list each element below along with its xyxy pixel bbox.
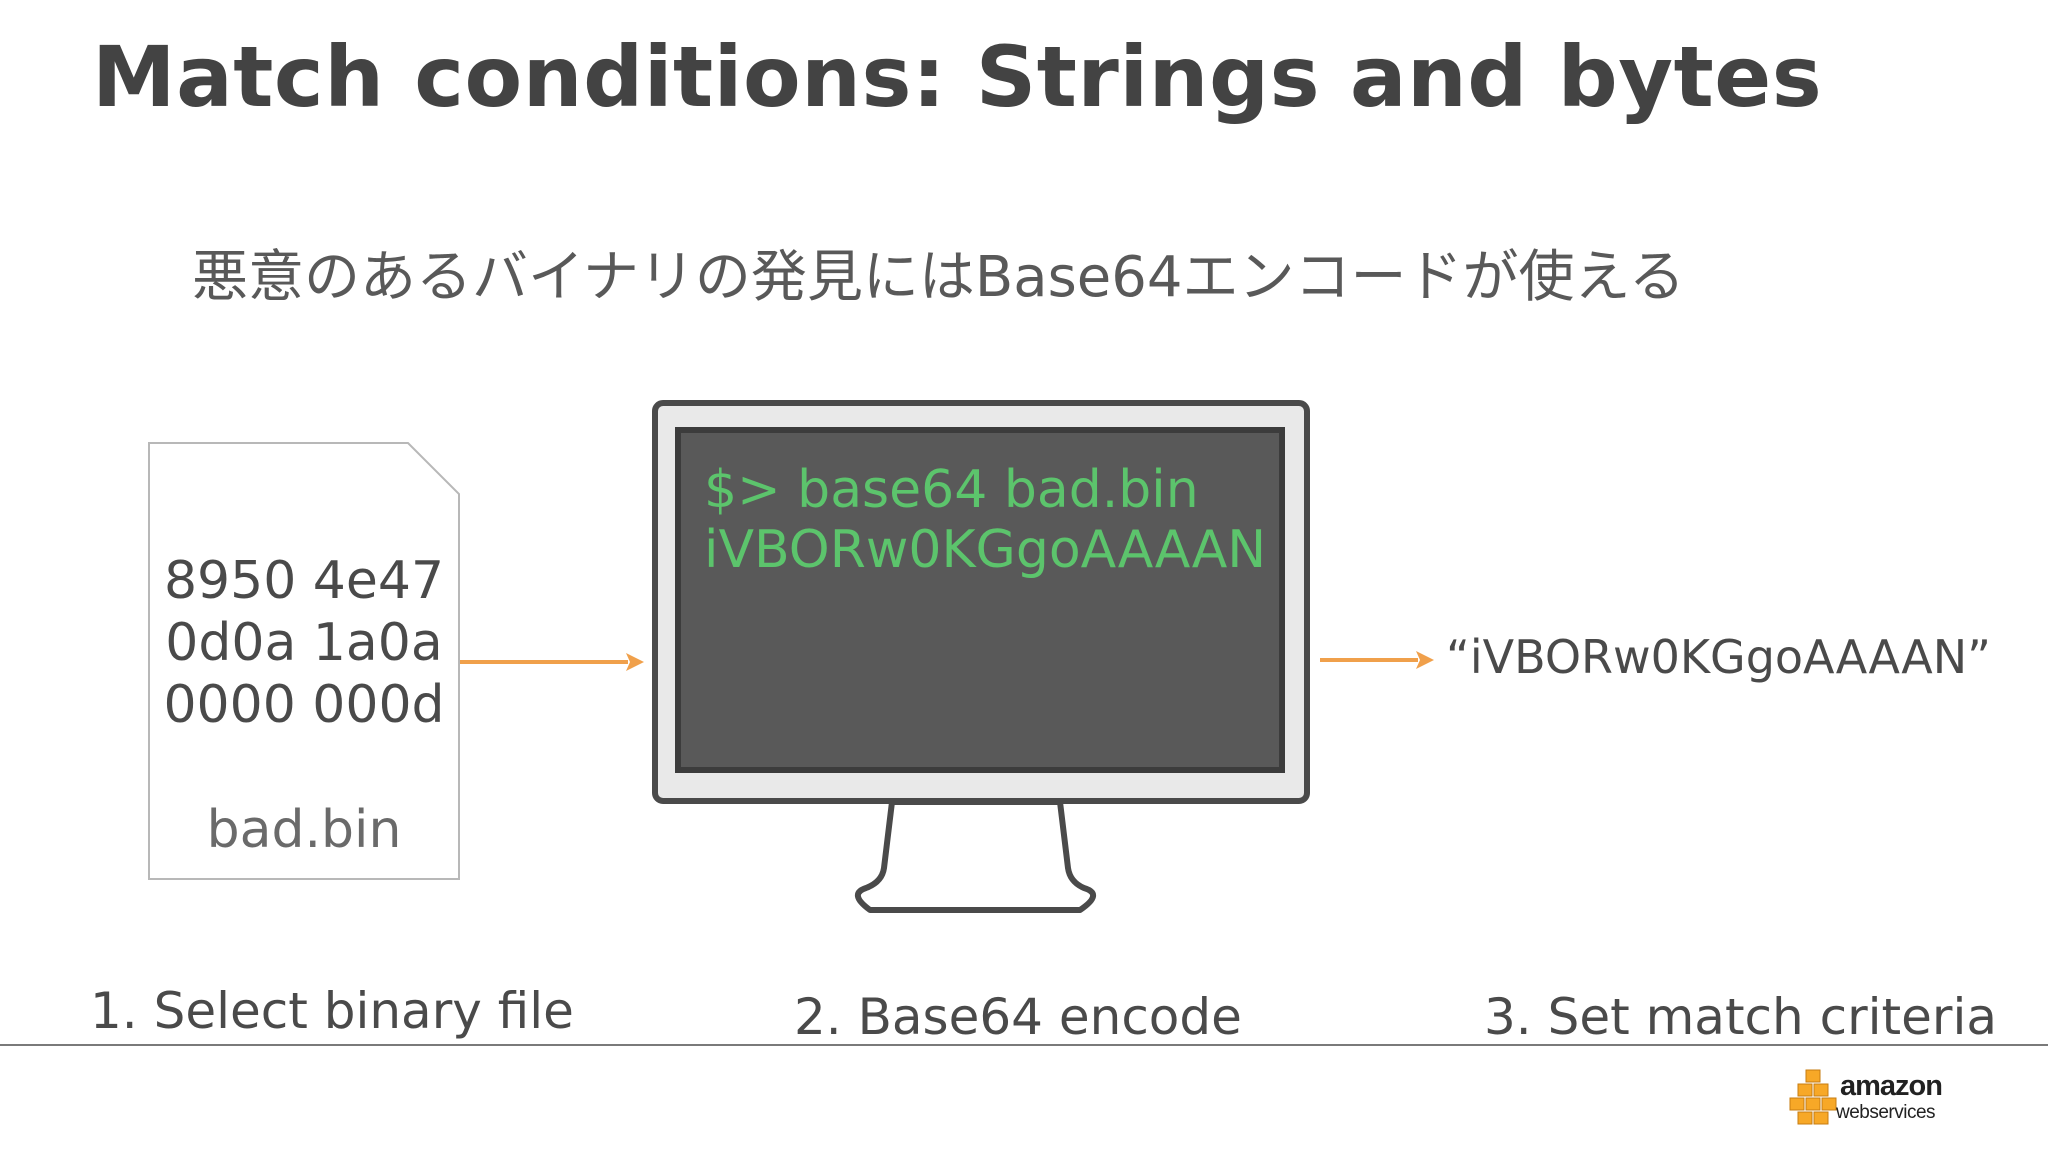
slide-title: Match conditions: Strings and bytes: [92, 28, 1823, 126]
terminal-command: $> base64 bad.bin: [704, 460, 1199, 520]
hex-dump: 8950 4e47 0d0a 1a0a 0000 000d: [148, 550, 460, 736]
footer-divider: [0, 1044, 2048, 1046]
hex-line: 8950 4e47: [163, 551, 445, 611]
document-outline: [148, 442, 460, 880]
aws-logo: amazon webservices: [1786, 1068, 1956, 1132]
binary-file-icon: 8950 4e47 0d0a 1a0a 0000 000d bad.bin: [148, 442, 460, 880]
monitor-icon: $> base64 bad.bin iVBORw0KGgoAAAAN: [652, 400, 1310, 920]
aws-logo-word-webservices: webservices: [1836, 1102, 1936, 1123]
step-3-label: 3. Set match criteria: [1484, 988, 1998, 1046]
match-string: “iVBORw0KGgoAAAAN”: [1446, 630, 1991, 684]
hex-line: 0000 000d: [163, 675, 445, 735]
hex-line: 0d0a 1a0a: [165, 613, 443, 673]
step-2-label: 2. Base64 encode: [794, 988, 1242, 1046]
arrow-right-icon: [460, 653, 644, 671]
aws-logo-word-amazon: amazon: [1840, 1070, 1943, 1102]
file-name: bad.bin: [206, 800, 402, 860]
terminal-result: iVBORw0KGgoAAAAN: [704, 520, 1267, 580]
slide-subtitle: 悪意のあるバイナリの発見にはBase64エンコードが使える: [192, 245, 1685, 310]
aws-cubes-icon: [1789, 1069, 1837, 1125]
step-1-label: 1. Select binary file: [90, 982, 574, 1040]
monitor-outline: [652, 400, 1310, 913]
arrow-right-icon: [1320, 651, 1434, 669]
terminal-output: $> base64 bad.bin iVBORw0KGgoAAAAN: [704, 460, 1266, 580]
